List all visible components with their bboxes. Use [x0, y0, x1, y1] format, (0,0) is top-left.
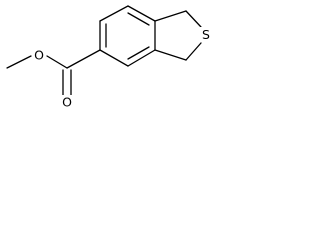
bond-ring-5 — [127, 49, 156, 67]
bond-aromatic-inner-2 — [127, 12, 150, 26]
methyl-ester-thiophthalan-structure: O O S — [6, 5, 213, 110]
bond-aromatic-inner-3 — [127, 46, 150, 60]
bond-o-carbonyl-c — [46, 55, 68, 69]
bond-ring-6 — [99, 49, 129, 67]
bond-thio-ring-bottom — [154, 49, 187, 61]
bond-thio-ring-top-s — [185, 10, 202, 28]
bond-thio-ring-bottom-s — [185, 42, 202, 61]
bond-thio-ring-top — [154, 10, 187, 22]
bond-ring-3 — [127, 5, 156, 22]
bond-methyl-o — [6, 55, 32, 69]
ether-oxygen-label: O — [34, 48, 44, 63]
sulfur-label: S — [202, 27, 210, 42]
bond-carbonyl-ring — [66, 49, 101, 69]
bond-ring-2 — [99, 5, 129, 22]
carbonyl-oxygen-label: O — [62, 95, 72, 110]
